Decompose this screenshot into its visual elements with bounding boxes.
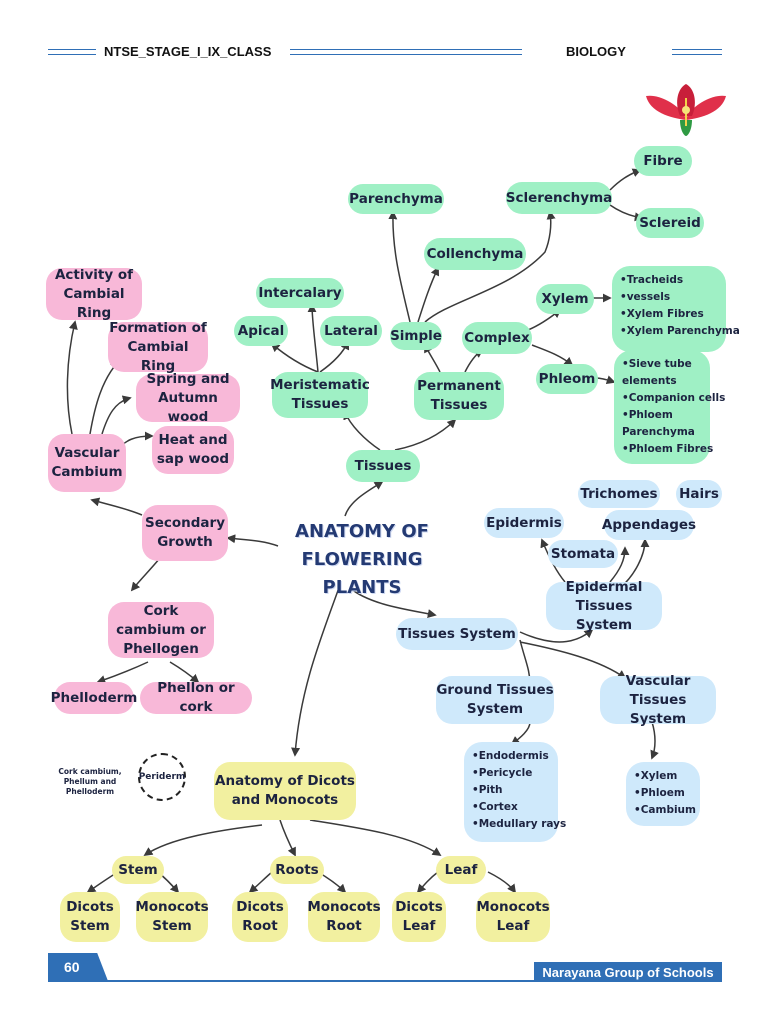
intercalary-node: Intercalary [256,278,344,308]
stomata-node: Stomata [548,540,618,568]
phloem-item: •Phloem [622,409,673,421]
stem-node: Stem [112,856,164,884]
phellon-cork-node: Phellon or cork [140,680,252,715]
sclerenchyma-node: Sclerenchyma [506,182,612,214]
dicots-root-node: Dicots Root [232,892,288,942]
xylem-item: •Xylem Parenchyma [620,325,740,337]
subject-label: BIOLOGY [566,44,626,59]
sclereid-node: Sclereid [636,208,704,238]
anatomy-dicots-monocots-node: Anatomy of Dicots and Monocots [214,762,356,820]
roots-node: Roots [270,856,324,884]
diagram-title: ANATOMY OF FLOWERING PLANTS [262,518,462,602]
header-rule-right [672,49,722,55]
heat-sap-wood-node: Heat and sap wood [152,426,234,474]
epidermis-node: Epidermis [484,508,564,538]
phloem-node: Phleom [536,364,598,394]
xylem-item: •Xylem Fibres [620,308,704,320]
activity-cambial-ring-node: Activity of Cambial Ring [46,267,142,321]
footer-rule [48,980,722,982]
phloem-item: •Companion cells [622,392,726,404]
ground-system-node: Ground Tissues System [436,676,554,724]
leaf-node: Leaf [436,856,486,884]
lateral-node: Lateral [320,316,382,346]
title-line-2: FLOWERING PLANTS [301,549,423,598]
vascular-item: •Cambium [634,804,696,816]
phloem-item: elements [622,375,677,387]
vascular-system-node: Vascular Tissues System [600,673,716,727]
periderm-circle: Periderm [138,753,186,801]
meristematic-tissues-node: Meristematic Tissues [270,372,370,418]
brand-label: Narayana Group of Schools [534,962,722,982]
ground-item: •Cortex [472,801,518,813]
tissues-node: Tissues [346,450,420,482]
vascular-cambium-node: Vascular Cambium [48,434,126,492]
vascular-item: •Phloem [634,787,685,799]
vascular-list: •Xylem •Phloem •Cambium [626,762,700,826]
xylem-list: •Tracheids •vessels •Xylem Fibres •Xylem… [612,266,740,352]
header-rule-left [48,49,96,55]
xylem-node: Xylem [536,284,594,314]
cork-cambium-node: Cork cambium or Phellogen [108,602,214,658]
tissues-system-node: Tissues System [396,618,518,650]
spring-autumn-wood-node: Spring and Autumn wood [136,371,240,425]
hairs-node: Hairs [676,480,722,508]
ground-item: •Endodermis [472,750,549,762]
header-rule-middle [290,49,522,55]
monocots-stem-node: Monocots Stem [135,892,209,942]
vascular-item: •Xylem [634,770,678,782]
apical-node: Apical [234,316,288,346]
phloem-item: •Phloem Fibres [622,443,714,455]
phloem-list: •Sieve tube elements •Companion cells •P… [614,350,726,464]
trichomes-node: Trichomes [578,480,660,508]
permanent-tissues-node: Permanent Tissues [414,372,504,420]
flower-icon [646,84,726,136]
ground-item: •Medullary rays [472,818,567,830]
complex-node: Complex [462,322,532,354]
formation-cambial-ring-node: Formation of Cambial Ring [108,319,208,374]
phelloderm-node: Phelloderm [51,682,137,714]
secondary-growth-node: Secondary Growth [142,505,228,561]
ground-list: •Endodermis •Pericycle •Pith •Cortex •Me… [464,742,567,842]
appendages-node: Appendages [602,510,696,540]
monocots-root-node: Monocots Root [307,892,381,942]
collenchyma-node: Collenchyma [424,238,526,270]
phloem-item: •Sieve tube [622,358,692,370]
title-line-1: ANATOMY OF [295,521,429,542]
dicots-stem-node: Dicots Stem [60,892,120,942]
simple-node: Simple [390,322,442,350]
monocots-leaf-node: Monocots Leaf [476,892,550,942]
phloem-item: Parenchyma [622,426,695,438]
periderm-note: Cork cambium, Phellum and Phelloderm [58,767,122,796]
xylem-item: •Tracheids [620,274,684,286]
dicots-leaf-node: Dicots Leaf [392,892,446,942]
page-number: 60 [48,953,108,981]
ground-item: •Pericycle [472,767,533,779]
class-label: NTSE_STAGE_I_IX_CLASS [104,44,272,59]
xylem-item: •vessels [620,291,671,303]
epidermal-system-node: Epidermal Tissues System [546,579,662,633]
ground-item: •Pith [472,784,503,796]
fibre-node: Fibre [634,146,692,176]
parenchyma-node: Parenchyma [348,184,444,214]
